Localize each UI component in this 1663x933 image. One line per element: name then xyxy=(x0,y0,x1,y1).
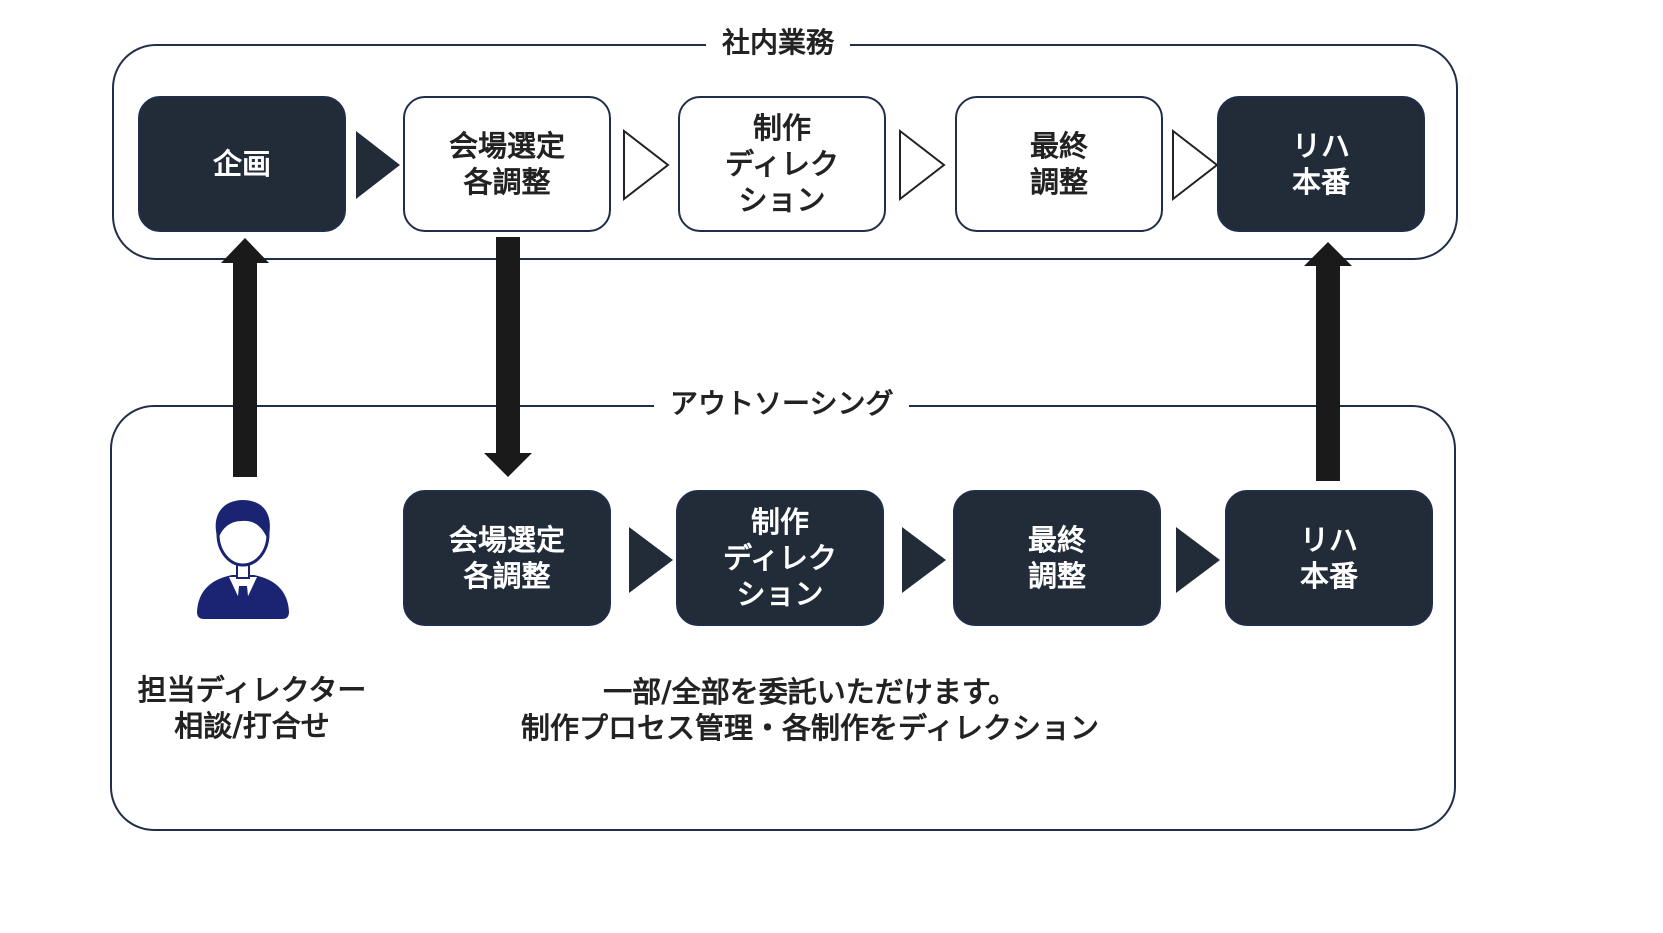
outsourcing-step-production: 制作 ディレク ション xyxy=(676,490,884,626)
flow-arrow-filled xyxy=(1176,527,1220,593)
flow-arrow-filled xyxy=(902,527,946,593)
arrow-up-head xyxy=(221,238,269,263)
outsourcing-step-rehearsal: リハ 本番 xyxy=(1225,490,1433,626)
outsourcing-description: 一部/全部を委託いただけます。 制作プロセス管理・各制作をディレクション xyxy=(521,675,1099,745)
flow-arrow-filled xyxy=(629,527,673,593)
outsourcing-step-venue: 会場選定 各調整 xyxy=(403,490,611,626)
inhouse-title: 社内業務 xyxy=(706,26,851,60)
inhouse-step-planning: 企画 xyxy=(138,96,346,232)
arrow-up-head xyxy=(1304,242,1352,266)
director-label: 担当ディレクター 相談/打合せ xyxy=(137,673,367,743)
outsourcing-title: アウトソーシング xyxy=(654,387,910,421)
inhouse-step-rehearsal: リハ 本番 xyxy=(1217,96,1425,232)
arrow-down-head xyxy=(484,453,532,477)
flow-arrow-outline xyxy=(1172,128,1219,202)
inhouse-step-final: 最終 調整 xyxy=(955,96,1163,232)
inhouse-step-venue: 会場選定 各調整 xyxy=(403,96,611,232)
outsourcing-step-final: 最終 調整 xyxy=(953,490,1161,626)
flow-arrow-filled xyxy=(356,131,400,199)
flow-arrow-outline xyxy=(623,128,670,202)
arrow-up-shaft xyxy=(233,262,257,477)
flow-arrow-outline xyxy=(899,128,946,202)
arrow-up-shaft xyxy=(1316,264,1340,481)
arrow-down-shaft xyxy=(496,237,520,455)
inhouse-step-production: 制作 ディレク ション xyxy=(678,96,886,232)
business-person-icon xyxy=(197,500,289,619)
